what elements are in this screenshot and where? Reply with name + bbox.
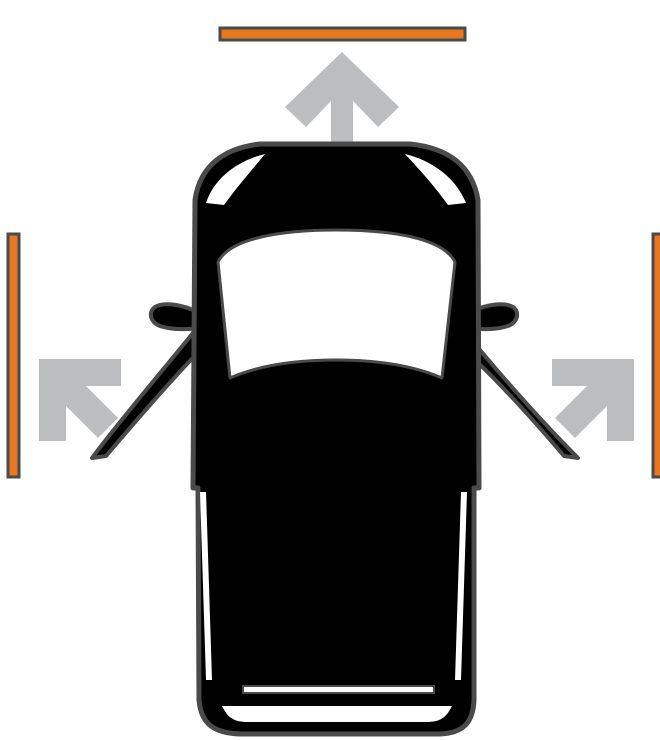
left-boundary-line xyxy=(8,234,19,477)
right-arrow-icon xyxy=(552,359,634,441)
rear-window-strip xyxy=(243,686,434,693)
rear-bumper-strip xyxy=(222,706,452,722)
front-arrow-icon xyxy=(285,52,399,145)
left-arrow-icon xyxy=(39,359,121,441)
front-boundary-line xyxy=(220,28,465,40)
windshield xyxy=(218,230,455,378)
car-top-view-icon xyxy=(193,144,479,734)
right-boundary-line xyxy=(653,234,660,477)
